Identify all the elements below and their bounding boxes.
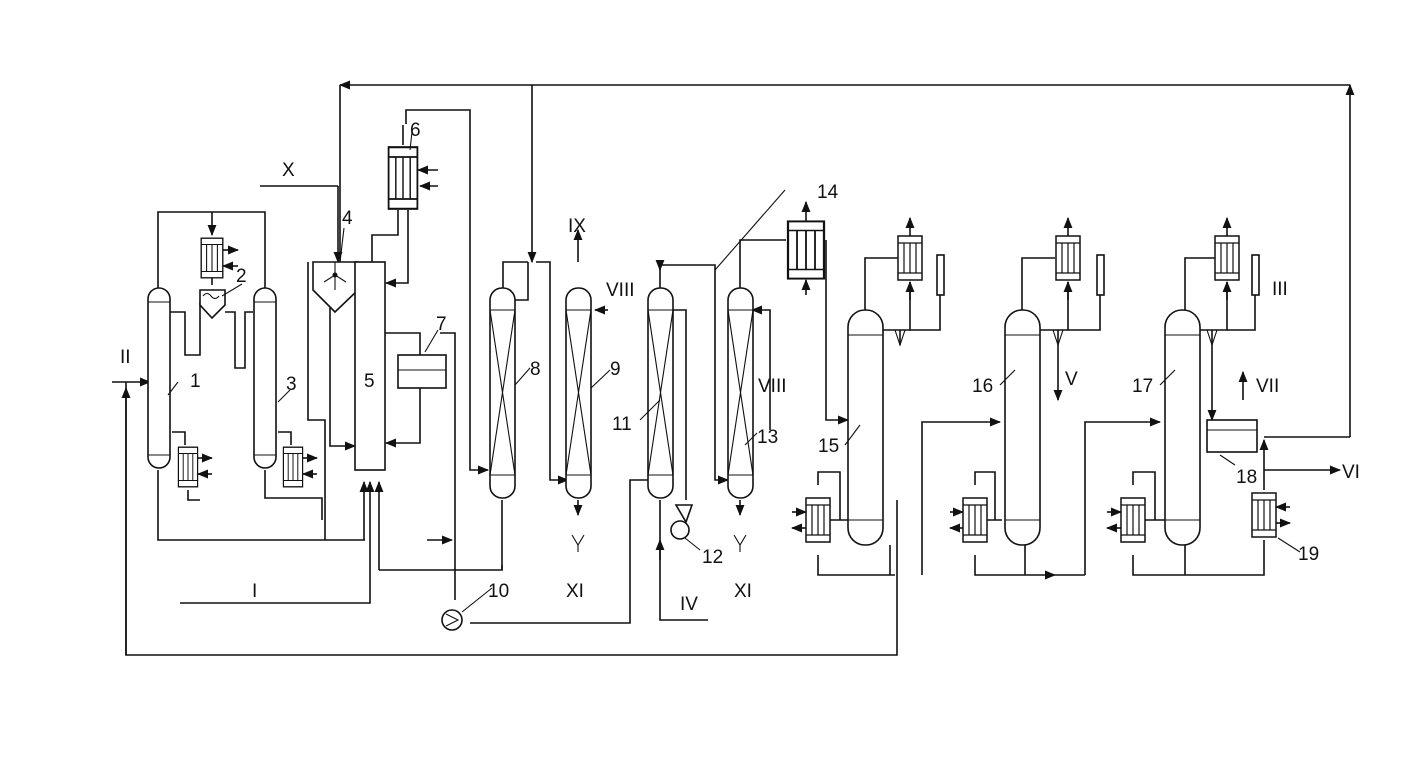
drum-7 — [397, 354, 447, 389]
stream-label-vii: VII — [1256, 376, 1279, 397]
label-2: 2 — [236, 266, 247, 287]
stream-label-xi-13: XI — [734, 581, 752, 602]
label-12: 12 — [702, 547, 723, 568]
pump-12 — [670, 504, 694, 540]
label-1: 1 — [190, 371, 201, 392]
label-3: 3 — [286, 374, 297, 395]
label-9: 9 — [610, 359, 621, 380]
heat-exchanger-14 — [786, 220, 826, 280]
label-8: 8 — [530, 359, 541, 380]
stream-label-iv: IV — [680, 594, 698, 615]
stream-label-i: I — [252, 581, 257, 602]
equipment-number-labels: 1 2 3 4 5 6 7 8 9 10 11 12 13 14 15 16 1… — [190, 120, 1319, 602]
stream-label-x: X — [282, 160, 295, 181]
column-3 — [253, 287, 277, 469]
label-6: 6 — [410, 120, 421, 141]
stream-labels: I II III IV V VI VII VIII VIII IX X XI X… — [120, 160, 1360, 615]
label-10: 10 — [488, 581, 509, 602]
label-7: 7 — [436, 314, 447, 335]
drum-18 — [1206, 419, 1258, 453]
label-19: 19 — [1298, 544, 1319, 565]
column-17 — [1164, 309, 1201, 546]
column-9 — [565, 287, 592, 499]
column-5 — [354, 261, 386, 471]
label-11: 11 — [612, 414, 632, 435]
pump-10 — [441, 609, 463, 631]
stream-label-ix: IX — [568, 216, 586, 237]
label-4: 4 — [342, 208, 353, 229]
column-13 — [727, 287, 754, 499]
leader-lines — [167, 131, 1301, 613]
stream-label-iii: III — [1272, 279, 1288, 300]
stream-label-vi: VI — [1342, 462, 1360, 483]
label-15: 15 — [818, 436, 839, 457]
reactor-4 — [312, 261, 359, 314]
label-14: 14 — [817, 182, 839, 203]
stream-label-xi-9: XI — [566, 581, 584, 602]
column-8 — [489, 287, 516, 499]
column-1 — [147, 287, 171, 469]
equipment — [147, 125, 1292, 631]
column-11 — [647, 287, 674, 499]
label-5: 5 — [364, 371, 375, 392]
separator-2 — [199, 289, 226, 320]
stream-label-viii-13: VIII — [758, 376, 787, 397]
label-18: 18 — [1236, 467, 1257, 488]
stream-label-ii: II — [120, 347, 131, 368]
piping — [112, 80, 1355, 656]
column-15 — [847, 309, 884, 546]
stream-label-v: V — [1065, 369, 1078, 390]
column-16 — [1004, 309, 1041, 546]
stream-label-viii-9: VIII — [606, 280, 635, 301]
label-17: 17 — [1132, 376, 1153, 397]
label-13: 13 — [757, 427, 778, 448]
label-16: 16 — [972, 376, 993, 397]
heat-exchanger-19 — [1251, 492, 1277, 538]
